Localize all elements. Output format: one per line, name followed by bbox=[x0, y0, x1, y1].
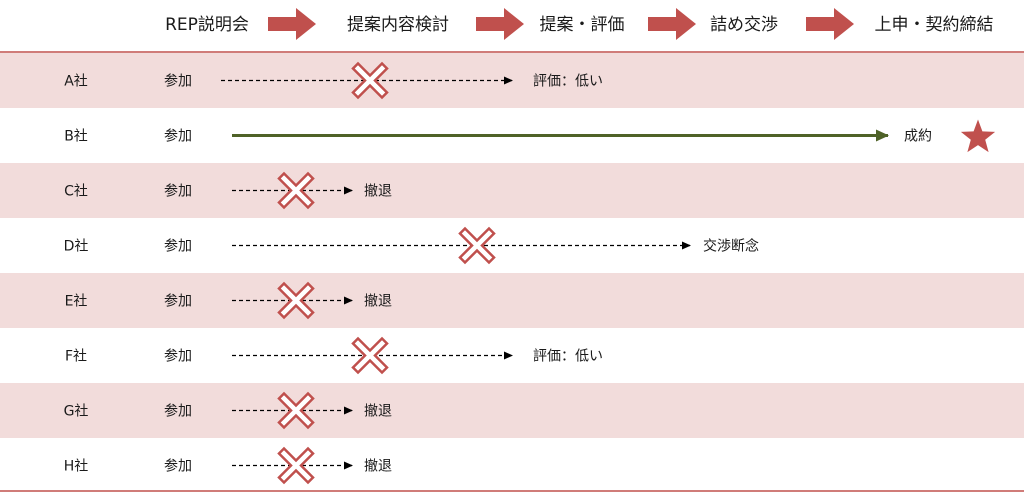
dropout-x-icon bbox=[277, 171, 315, 210]
stage-label: 詰め交渉 bbox=[710, 15, 778, 35]
dropout-x-icon bbox=[351, 61, 389, 100]
dropout-x-icon bbox=[458, 226, 496, 265]
dropout-x-icon bbox=[277, 446, 315, 485]
contract-star-icon bbox=[960, 119, 996, 153]
company-row: B社 参加 成約 bbox=[64, 119, 996, 153]
dropout-x-icon bbox=[351, 336, 389, 375]
stage-label: REP説明会 bbox=[165, 15, 249, 35]
company-row: F社 参加 評価：低い bbox=[65, 336, 603, 375]
stage-flow-arrow-icon bbox=[476, 8, 524, 40]
row-band bbox=[0, 163, 1024, 218]
stage-label: 提案・評価 bbox=[540, 15, 625, 35]
stage-label: 上申・契約締結 bbox=[875, 15, 994, 35]
outcome-label: 撤退 bbox=[364, 459, 392, 475]
company-name: F社 bbox=[65, 349, 87, 365]
company-rows: A社参加評価：低いB社参加成約C社参加撤退D社参加交渉断念E社参加撤退F社参加評… bbox=[64, 61, 996, 485]
participation-status: 参加 bbox=[164, 128, 192, 145]
stage-flow-arrow-icon bbox=[648, 8, 696, 40]
participation-status: 参加 bbox=[164, 73, 192, 90]
row-bands bbox=[0, 53, 1024, 438]
stage-label: 提案内容検討 bbox=[347, 15, 449, 35]
stage-flow-arrow-icon bbox=[806, 8, 854, 40]
company-row: G社 参加 撤退 bbox=[64, 391, 392, 430]
participation-status: 参加 bbox=[164, 293, 192, 310]
company-name: G社 bbox=[64, 404, 89, 420]
row-band bbox=[0, 273, 1024, 328]
company-name: E社 bbox=[65, 294, 88, 310]
outcome-label: 撤退 bbox=[364, 184, 392, 200]
header-rules bbox=[0, 51, 1024, 492]
outcome-label: 撤退 bbox=[364, 294, 392, 310]
participation-status: 参加 bbox=[164, 238, 192, 255]
company-name: C社 bbox=[64, 184, 88, 200]
company-name: H社 bbox=[64, 459, 89, 475]
outcome-label: 成約 bbox=[904, 129, 932, 145]
company-row: H社 参加 撤退 bbox=[64, 446, 392, 485]
dropout-x-icon bbox=[277, 281, 315, 320]
outcome-label: 評価：低い bbox=[533, 349, 603, 365]
participation-status: 参加 bbox=[164, 183, 192, 200]
company-name: A社 bbox=[64, 74, 88, 90]
outcome-label: 評価：低い bbox=[533, 74, 603, 90]
dropout-x-icon bbox=[277, 391, 315, 430]
company-row: D社 参加 交渉断念 bbox=[64, 226, 759, 265]
stage-header: REP説明会 提案内容検討 提案・評価 詰め交渉 上申・契約締結 bbox=[165, 8, 994, 40]
company-row: A社 参加 評価：低い bbox=[64, 61, 603, 100]
participation-status: 参加 bbox=[164, 458, 192, 475]
company-name: D社 bbox=[64, 239, 89, 255]
company-name: B社 bbox=[64, 129, 88, 145]
outcome-label: 撤退 bbox=[364, 404, 392, 420]
stage-flow-arrow-icon bbox=[268, 8, 316, 40]
participation-status: 参加 bbox=[164, 403, 192, 420]
participation-status: 参加 bbox=[164, 348, 192, 365]
outcome-label: 交渉断念 bbox=[703, 238, 759, 255]
company-row: E社 参加 撤退 bbox=[65, 281, 392, 320]
company-row: C社 参加 撤退 bbox=[64, 171, 392, 210]
row-band bbox=[0, 383, 1024, 438]
